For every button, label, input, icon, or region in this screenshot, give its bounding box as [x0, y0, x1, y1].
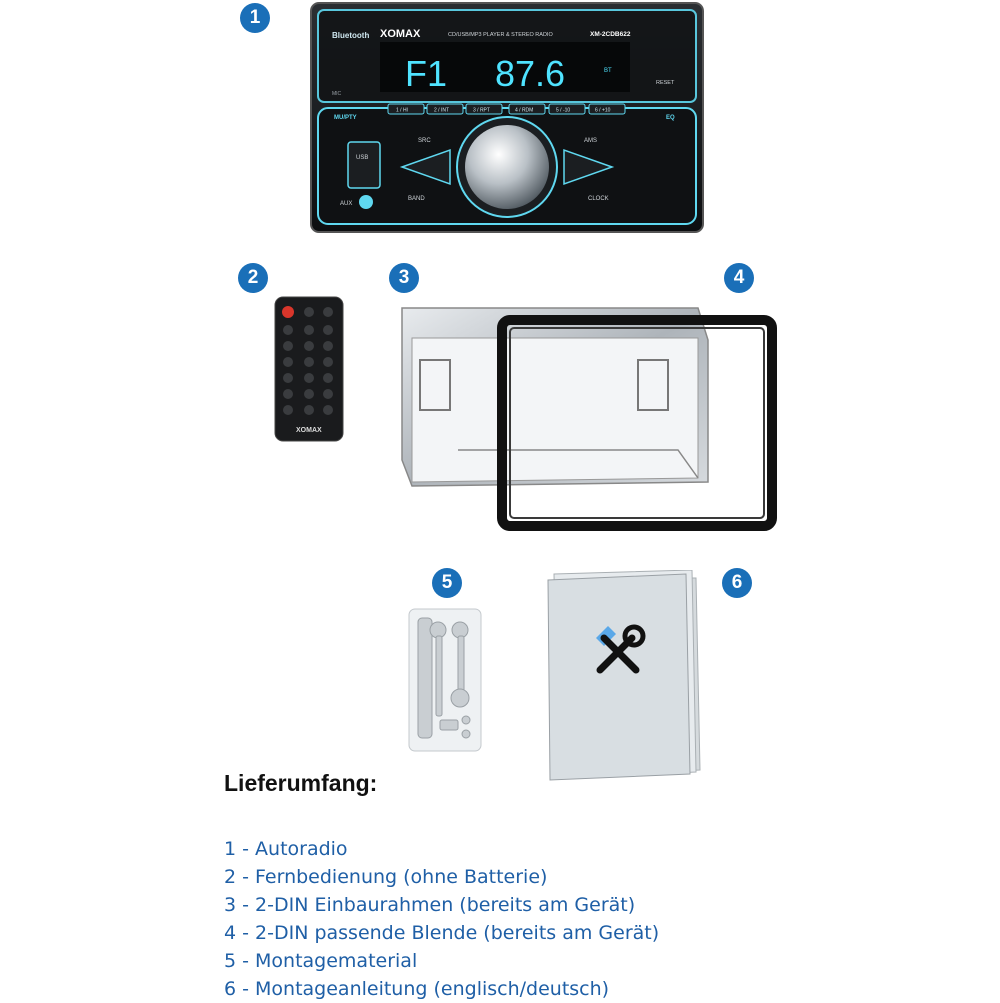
list-item: 2 - Fernbedienung (ohne Batterie) [224, 866, 548, 888]
preset-2: 2 / INT [434, 108, 449, 114]
usb-label: USB [356, 155, 368, 161]
preset-3: 3 / RPT [473, 108, 490, 114]
preset-1: 1 / HI [396, 108, 408, 114]
manual-graphic [547, 569, 701, 781]
list-item: 5 - Montagematerial [224, 950, 418, 972]
mute-label: MU/PTY [334, 115, 357, 121]
preset-5: 5 / -10 [556, 108, 570, 114]
display-band: F1 [405, 53, 447, 94]
mounting-kit-graphic [408, 608, 482, 752]
preset-4: 4 / RDM [515, 108, 533, 114]
list-item: 4 - 2-DIN passende Blende (bereits am Ge… [224, 922, 660, 944]
mic-label: MIC [332, 91, 342, 97]
list-item: 3 - 2-DIN Einbaurahmen (bereits am Gerät… [224, 894, 636, 916]
band-label: BAND [408, 196, 425, 202]
model-label: XM-2CDB622 [590, 31, 631, 38]
badge-3: 3 [389, 263, 419, 293]
display-frequency: 87.6 [495, 53, 565, 94]
page-heading: Lieferumfang: [224, 770, 378, 796]
brand-label: XOMAX [380, 28, 421, 40]
mounting-frame-and-bezel [398, 300, 778, 532]
mounting-material [408, 608, 482, 752]
bluetooth-label: Bluetooth [332, 31, 369, 40]
car-radio-graphic: Bluetooth XOMAX CD/USB/MP3 PLAYER & STER… [310, 2, 704, 233]
badge-5: 5 [432, 568, 462, 598]
list-item: 6 - Montageanleitung (englisch/deutsch) [224, 978, 610, 1000]
ams-label: AMS [584, 138, 597, 144]
badge-2: 2 [238, 263, 268, 293]
badge-4: 4 [724, 263, 754, 293]
delivery-contents-list: 1 - Autoradio 2 - Fernbedienung (ohne Ba… [224, 835, 659, 1003]
remote-control: XOMAX [274, 296, 344, 442]
preset-6: 6 / +10 [595, 108, 611, 114]
subtitle-label: CD/USB/MP3 PLAYER & STEREO RADIO [448, 32, 553, 38]
src-label: SRC [418, 138, 431, 144]
list-item: 1 - Autoradio [224, 838, 348, 860]
remote-brand: XOMAX [296, 427, 322, 434]
tools-icon [596, 624, 646, 674]
frame-graphic [401, 307, 777, 531]
badge-6: 6 [722, 568, 752, 598]
car-radio: Bluetooth XOMAX CD/USB/MP3 PLAYER & STER… [310, 2, 704, 233]
remote-graphic: XOMAX [274, 296, 344, 442]
installation-manual [546, 569, 706, 782]
preset-buttons [387, 103, 626, 115]
clock-label: CLOCK [588, 196, 609, 202]
aux-label: AUX [340, 201, 352, 207]
badge-1: 1 [240, 3, 270, 33]
eq-label: EQ [666, 115, 675, 121]
display-bt: BT [604, 68, 612, 74]
reset-label: RESET [656, 80, 675, 86]
